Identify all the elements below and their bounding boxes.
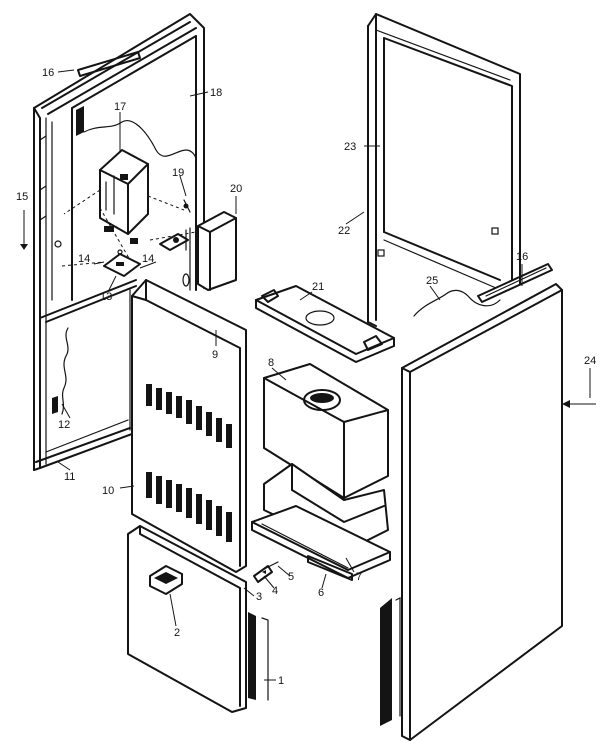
callout-17: 17 [114, 101, 126, 113]
top-rail-left [77, 51, 141, 77]
top-rail-right [477, 263, 553, 303]
junction-box [197, 211, 237, 291]
callout-7: 7 [356, 571, 362, 583]
control-box-assembly [61, 149, 197, 277]
callout-6: 6 [318, 587, 324, 599]
callout-14-left: 14 [78, 253, 90, 265]
callout-20: 20 [230, 183, 242, 195]
callout-12: 12 [58, 419, 70, 431]
callout-13: 13 [100, 291, 112, 303]
callout-labels: 1 2 3 4 5 6 7 8 9 10 11 12 13 14 14 15 1… [16, 67, 596, 687]
callout-23: 23 [344, 141, 356, 153]
callout-3: 3 [256, 591, 262, 603]
callout-8: 8 [268, 357, 274, 369]
burner-bracket [253, 561, 279, 583]
callout-4: 4 [272, 585, 278, 597]
callout-16-right: 16 [516, 251, 528, 263]
callout-18: 18 [210, 87, 222, 99]
right-rear-cabinet [367, 13, 521, 327]
callout-5: 5 [288, 571, 294, 583]
left-cabinet-assembly [33, 13, 205, 471]
mount-strip [307, 555, 353, 581]
callout-25: 25 [426, 275, 438, 287]
callout-24: 24 [584, 355, 596, 367]
callout-14-right: 14 [142, 253, 154, 265]
callout-19: 19 [172, 167, 184, 179]
callout-21: 21 [312, 281, 324, 293]
callout-1: 1 [278, 675, 284, 687]
callout-10: 10 [102, 485, 114, 497]
callout-11: 11 [64, 471, 75, 483]
baffle-plate [255, 285, 395, 363]
callout-9: 9 [212, 349, 218, 361]
right-side-panel [380, 283, 563, 741]
callout-2: 2 [174, 627, 180, 639]
direction-arrow [562, 400, 596, 408]
leader-lines [20, 69, 523, 681]
callout-22: 22 [338, 225, 350, 237]
heat-exchanger [263, 363, 389, 499]
callout-16-left: 16 [42, 67, 54, 79]
callout-15: 15 [16, 191, 28, 203]
lower-front-door [127, 525, 269, 713]
upper-front-panel [131, 279, 247, 573]
